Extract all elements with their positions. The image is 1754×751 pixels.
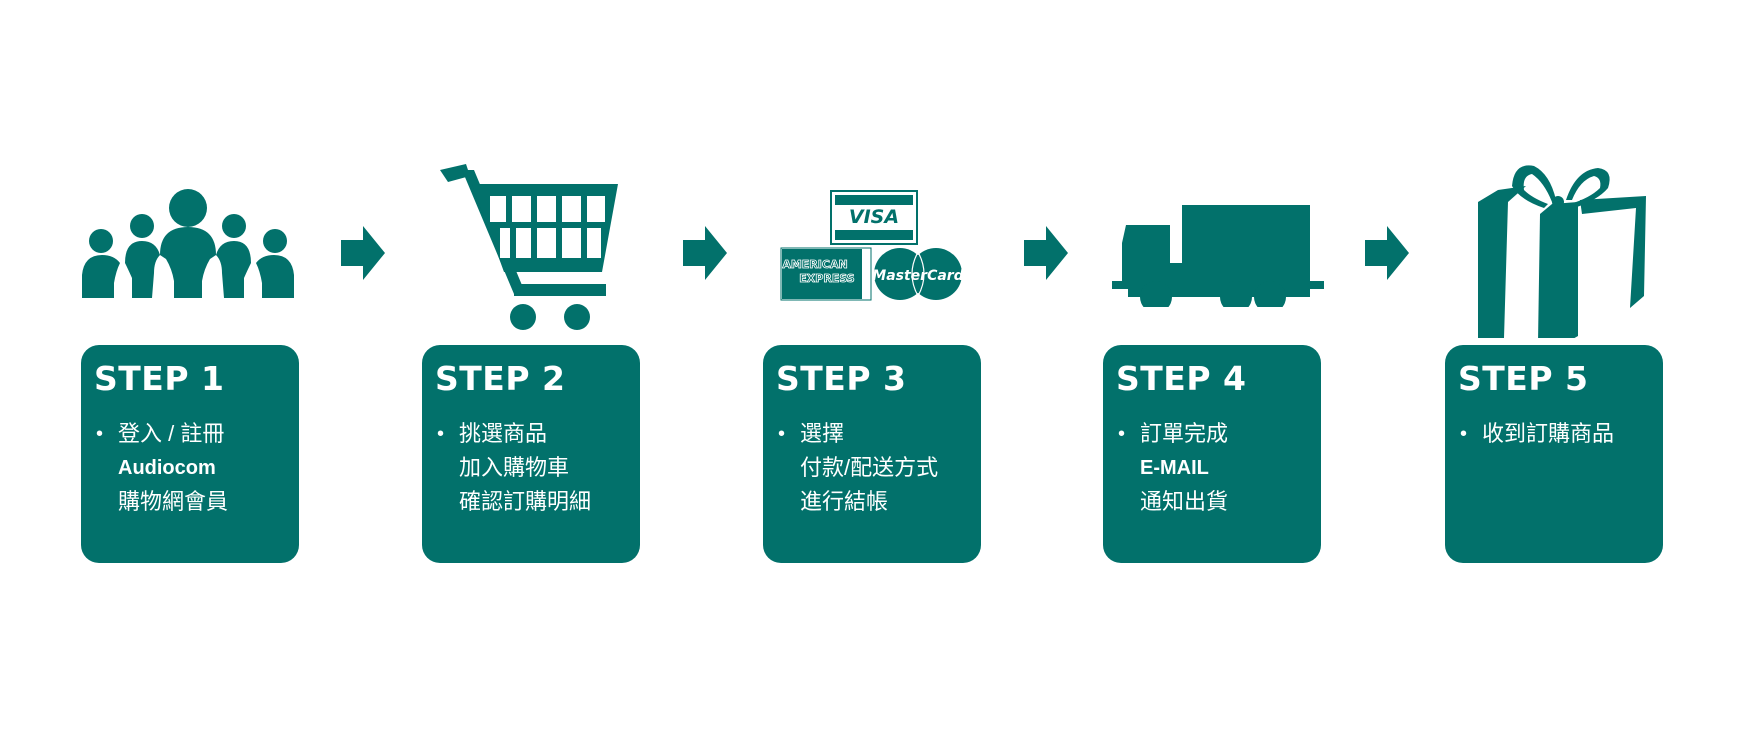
step-line: 訂單完成 (1140, 421, 1229, 446)
step-line: 進行結帳 (800, 489, 889, 514)
bullet-icon: • (1118, 423, 1126, 445)
amex-label-2: EXPRESS (799, 272, 854, 285)
step-description: • 挑選商品 加入購物車 確認訂購明細 (435, 417, 640, 519)
step-5-box: STEP 5 • 收到訂購商品 (1445, 345, 1663, 563)
step-line: 收到訂購商品 (1482, 421, 1615, 446)
people-group-icon (80, 183, 296, 298)
amex-label-1: AMERICAN (782, 258, 847, 271)
arrow-right-icon (1365, 226, 1409, 280)
step-title: STEP 1 (94, 359, 225, 398)
step-description: • 訂單完成 E-MAIL 通知出貨 (1116, 417, 1321, 519)
step-title: STEP 4 (1116, 359, 1247, 398)
step-description: • 收到訂購商品 (1458, 417, 1663, 451)
step-title: STEP 3 (776, 359, 907, 398)
step-line: E-MAIL (1140, 457, 1209, 479)
visa-label: VISA (849, 206, 899, 228)
step-title: STEP 2 (435, 359, 566, 398)
step-line: 付款/配送方式 (800, 455, 939, 480)
step-line: 挑選商品 (459, 421, 548, 446)
shopping-cart-icon (438, 162, 620, 334)
bullet-icon: • (778, 423, 786, 445)
step-3-box: STEP 3 • 選擇 付款/配送方式 進行結帳 (763, 345, 981, 563)
step-2-box: STEP 2 • 挑選商品 加入購物車 確認訂購明細 (422, 345, 640, 563)
step-description: • 選擇 付款/配送方式 進行結帳 (776, 417, 981, 519)
mastercard-icon: MasterCard (872, 248, 965, 300)
amex-card-icon: AMERICAN EXPRESS (780, 247, 872, 301)
step-line: 確認訂購明細 (459, 489, 592, 514)
step-line: 通知出貨 (1140, 489, 1229, 514)
step-line: 選擇 (800, 421, 845, 446)
step-line: 購物網會員 (118, 489, 229, 514)
visa-card-icon: VISA (830, 190, 918, 245)
credit-cards-icon: VISA AMERICAN EXPRESS MasterCard (780, 190, 970, 302)
mastercard-label: MasterCard (872, 268, 964, 284)
arrow-right-icon (341, 226, 385, 280)
gift-box-icon (1470, 160, 1650, 338)
delivery-truck-icon (1108, 203, 1328, 307)
step-line: 登入 / 註冊 (118, 421, 225, 446)
step-description: • 登入 / 註冊 Audiocom 購物網會員 (94, 417, 299, 519)
bullet-icon: • (437, 423, 445, 445)
step-line: 加入購物車 (459, 455, 570, 480)
arrow-right-icon (683, 226, 727, 280)
step-1-box: STEP 1 • 登入 / 註冊 Audiocom 購物網會員 (81, 345, 299, 563)
arrow-right-icon (1024, 226, 1068, 280)
step-4-box: STEP 4 • 訂單完成 E-MAIL 通知出貨 (1103, 345, 1321, 563)
bullet-icon: • (1460, 423, 1468, 445)
bullet-icon: • (96, 423, 104, 445)
step-title: STEP 5 (1458, 359, 1589, 398)
step-line: Audiocom (118, 457, 216, 479)
